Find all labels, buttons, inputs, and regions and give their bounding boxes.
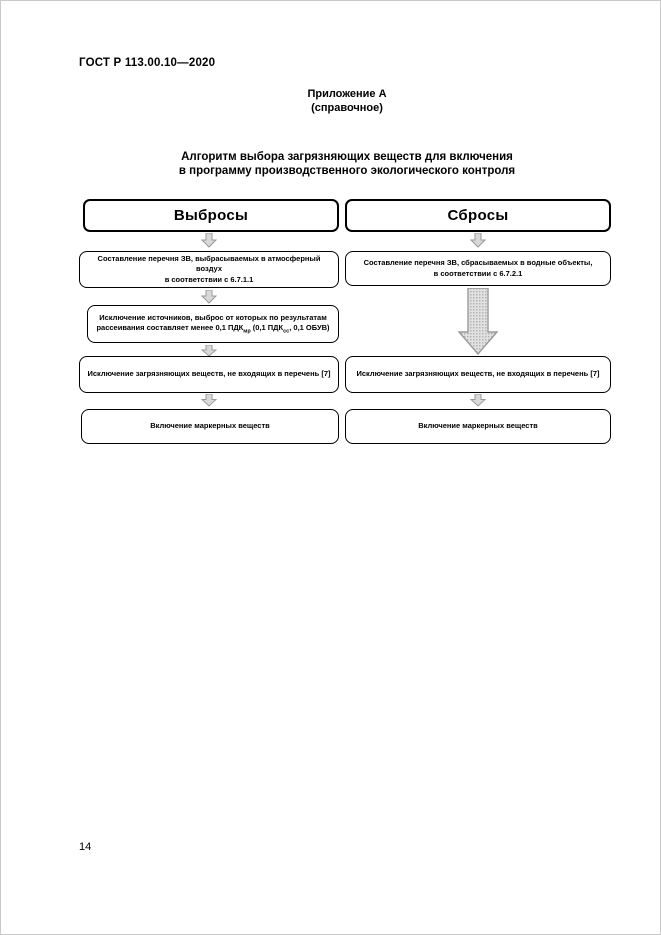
discharges-step-list-box: Составление перечня ЗВ, сбрасываемых в в… [345,251,611,286]
down-arrow-icon [79,345,339,357]
down-arrow-icon [345,394,611,407]
emissions-step-exclude-sources-box: Исключение источников, выброс от которых… [87,305,339,343]
discharges-header-box: Сбросы [345,199,611,232]
pdk-mr-subscript: мр [243,328,251,335]
pdk-ss-subscript: сс [283,328,290,335]
discharges-step-marker-box: Включение маркерных веществ [345,409,611,444]
discharges-step-exclude-substances-box: Исключение загрязняющих веществ, не вход… [345,356,611,393]
appendix-subtitle: (справочное) [311,102,383,114]
emissions-step-list-box: Составление перечня ЗВ, выбрасываемых в … [79,251,339,288]
emissions-step-exclude-substances-box: Исключение загрязняющих веществ, не вход… [79,356,339,393]
discharges-step-list-line2: в соответствии с 6.7.2.1 [433,268,523,278]
discharges-step-list-line1: Составление перечня ЗВ, сбрасываемых в в… [363,258,593,267]
emissions-step-list-line2: в соответствии с 6.7.1.1 [164,274,254,284]
emissions-step-marker-box: Включение маркерных веществ [81,409,339,444]
flowchart-column-emissions: Выбросы Составление перечня ЗВ, выбрасыв… [79,1,339,461]
down-arrow-long-icon [345,288,611,355]
page-number: 14 [79,841,92,853]
document-number: ГОСТ Р 113.00.10—2020 [79,57,216,69]
flowchart-column-discharges: Сбросы Составление перечня ЗВ, сбрасывае… [345,1,611,461]
emissions-header-box: Выбросы [83,199,339,232]
down-arrow-icon [79,394,339,407]
exclude-sources-text: , 0,1 ОБУВ) [289,323,330,333]
down-arrow-icon [79,233,339,248]
down-arrow-icon [79,290,339,304]
appendix-title: Приложение А [307,88,387,100]
emissions-step-list-line1: Составление перечня ЗВ, выбрасываемых в … [97,253,321,274]
figure-title-line1: Алгоритм выбора загрязняющих веществ для… [181,151,513,163]
exclude-sources-text: (0,1 ПДК [250,323,284,333]
figure-title-line2: в программу производственного экологичес… [178,165,516,177]
exclude-sources-text: Исключение источников, выброс от которых… [96,312,327,333]
down-arrow-icon [345,233,611,248]
